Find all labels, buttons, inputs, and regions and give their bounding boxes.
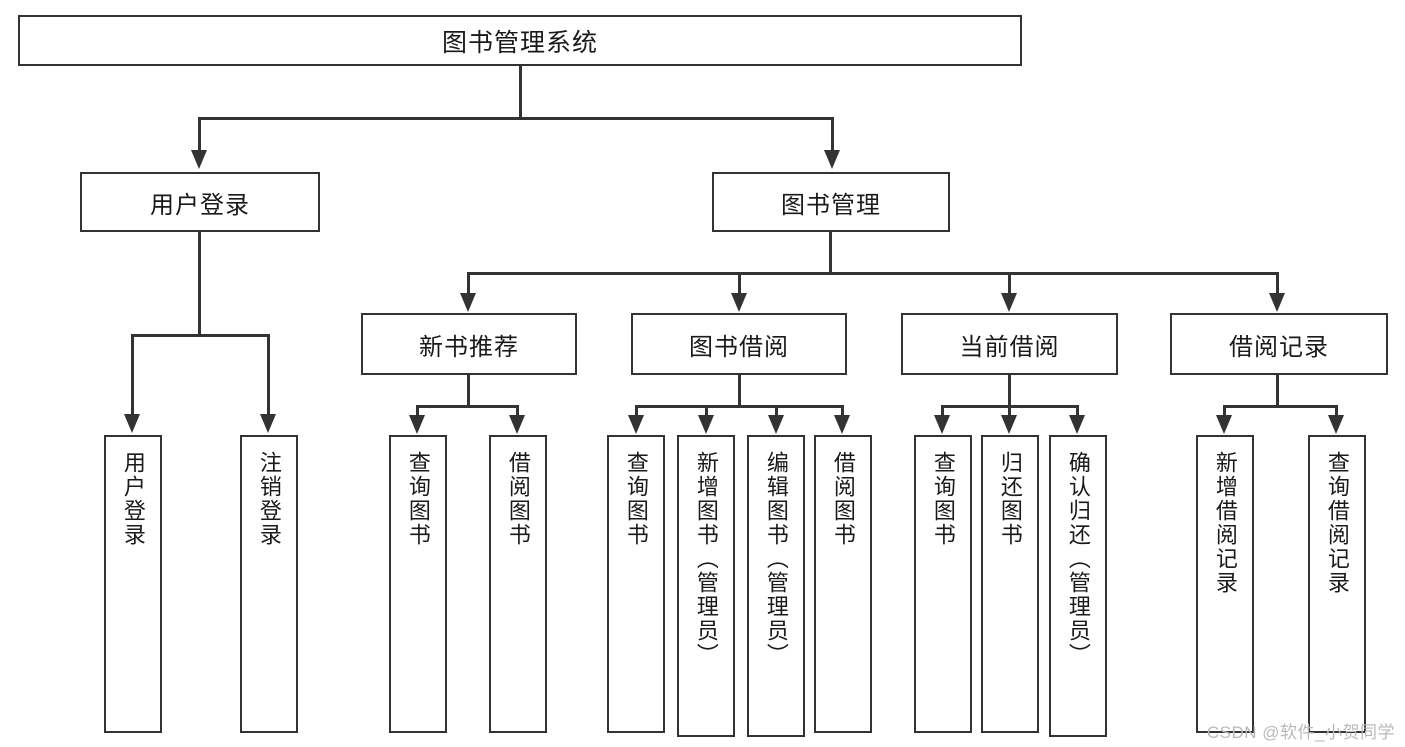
connector-new-book-bar (416, 405, 519, 408)
connector-book-manage-trunk (829, 232, 832, 274)
connector-root-bar (198, 117, 834, 120)
node-label: 当前借阅 (959, 333, 1060, 361)
node-label: 图书管理 (781, 191, 881, 219)
connector-borrow-record-leaf-1 (1223, 405, 1226, 419)
connector-bm-to-current-borrow (1008, 272, 1011, 296)
connector-bm-to-new-book (467, 272, 470, 296)
connector-current-borrow-trunk (1008, 375, 1011, 408)
connector-borrow-record-bar (1223, 405, 1338, 408)
connector-new-book-trunk (467, 375, 470, 408)
connector-new-book-leaf-1 (416, 405, 419, 419)
leaf-current-borrow-confirm-admin[interactable]: 确认归还（管理员） (1049, 435, 1107, 737)
node-user-login[interactable]: 用户登录 (80, 172, 320, 232)
leaf-label: 用户登录 (120, 451, 146, 547)
leaf-label: 注销登录 (256, 451, 282, 547)
node-borrow-record[interactable]: 借阅记录 (1170, 313, 1388, 375)
arrow-book-borrow-leaf-2 (698, 415, 714, 434)
leaf-label: 新增借阅记录 (1212, 451, 1238, 595)
leaf-borrow-record-add[interactable]: 新增借阅记录 (1196, 435, 1254, 733)
connector-current-borrow-leaf-3 (1076, 405, 1079, 419)
csdn-watermark: CSDN @软件_小贺同学 (1206, 723, 1395, 742)
connector-book-manage-bar (467, 272, 1279, 275)
leaf-label: 查询图书 (623, 451, 649, 547)
node-label: 图书管理系统 (441, 28, 598, 57)
arrow-book-borrow-leaf-3 (768, 415, 784, 434)
connector-borrow-record-leaf-2 (1335, 405, 1338, 419)
leaf-borrow-record-query[interactable]: 查询借阅记录 (1308, 435, 1366, 733)
connector-book-borrow-leaf-2 (705, 405, 708, 419)
arrow-bm-to-new-book (460, 293, 476, 312)
arrow-new-book-leaf-1 (409, 415, 425, 434)
node-label: 借阅记录 (1229, 333, 1329, 361)
leaf-book-borrow-add-admin[interactable]: 新增图书（管理员） (677, 435, 735, 737)
arrow-current-borrow-leaf-3 (1069, 415, 1085, 434)
leaf-book-borrow-borrow[interactable]: 借阅图书 (814, 435, 872, 733)
node-label: 新书推荐 (419, 333, 519, 361)
connector-book-borrow-leaf-1 (635, 405, 638, 419)
leaf-new-book-query[interactable]: 查询图书 (389, 435, 447, 733)
leaf-current-borrow-return[interactable]: 归还图书 (981, 435, 1039, 733)
leaf-label: 查询图书 (405, 451, 431, 547)
arrow-root-to-user-login (191, 150, 207, 169)
connector-root-to-book-manage (831, 117, 834, 153)
connector-user-login-bar (131, 334, 270, 337)
connector-book-borrow-leaf-3 (775, 405, 778, 419)
leaf-label: 归还图书 (997, 451, 1023, 547)
arrow-user-login-leaf-2 (260, 414, 276, 433)
arrow-root-to-book-manage (824, 150, 840, 169)
arrow-user-login-leaf-1 (124, 414, 140, 433)
leaf-current-borrow-query[interactable]: 查询图书 (914, 435, 972, 733)
arrow-current-borrow-leaf-1 (934, 415, 950, 434)
arrow-bm-to-book-borrow (731, 293, 747, 312)
leaf-book-borrow-query[interactable]: 查询图书 (607, 435, 665, 733)
leaf-label: 查询借阅记录 (1324, 451, 1350, 595)
arrow-borrow-record-leaf-2 (1328, 415, 1344, 434)
connector-root-to-user-login (198, 117, 201, 153)
connector-current-borrow-leaf-2 (1008, 405, 1011, 419)
node-current-borrow[interactable]: 当前借阅 (901, 313, 1118, 375)
arrow-book-borrow-leaf-4 (834, 415, 850, 434)
connector-new-book-leaf-2 (516, 405, 519, 419)
leaf-label: 借阅图书 (830, 451, 856, 547)
connector-user-login-trunk (198, 232, 201, 336)
leaf-user-login-login[interactable]: 用户登录 (104, 435, 162, 733)
connector-borrow-record-trunk (1276, 375, 1279, 408)
leaf-label: 确认归还（管理员） (1065, 451, 1091, 667)
leaf-new-book-borrow[interactable]: 借阅图书 (489, 435, 547, 733)
arrow-current-borrow-leaf-2 (1001, 415, 1017, 434)
connector-book-borrow-leaf-4 (841, 405, 844, 419)
connector-book-borrow-trunk (738, 375, 741, 408)
node-book-manage[interactable]: 图书管理 (712, 172, 950, 232)
connector-root-trunk (519, 66, 522, 119)
arrow-bm-to-borrow-record (1269, 293, 1285, 312)
leaf-user-login-logout[interactable]: 注销登录 (240, 435, 298, 733)
connector-book-borrow-bar (635, 405, 843, 408)
arrow-new-book-leaf-2 (509, 415, 525, 434)
leaf-label: 查询图书 (930, 451, 956, 547)
leaf-book-borrow-edit-admin[interactable]: 编辑图书（管理员） (747, 435, 805, 737)
leaf-label: 借阅图书 (505, 451, 531, 547)
connector-bm-to-borrow-record (1276, 272, 1279, 296)
connector-user-login-leaf-1 (131, 334, 134, 416)
arrow-borrow-record-leaf-1 (1216, 415, 1232, 434)
connector-user-login-leaf-2 (267, 334, 270, 416)
arrow-book-borrow-leaf-1 (628, 415, 644, 434)
node-root-system[interactable]: 图书管理系统 (18, 15, 1022, 66)
arrow-bm-to-current-borrow (1001, 293, 1017, 312)
connector-current-borrow-leaf-1 (941, 405, 944, 419)
node-label: 图书借阅 (689, 333, 789, 361)
connector-bm-to-book-borrow (738, 272, 741, 296)
node-book-borrow[interactable]: 图书借阅 (631, 313, 847, 375)
leaf-label: 编辑图书（管理员） (763, 451, 789, 667)
node-new-book-recommend[interactable]: 新书推荐 (361, 313, 577, 375)
node-label: 用户登录 (150, 191, 250, 219)
leaf-label: 新增图书（管理员） (693, 451, 719, 667)
